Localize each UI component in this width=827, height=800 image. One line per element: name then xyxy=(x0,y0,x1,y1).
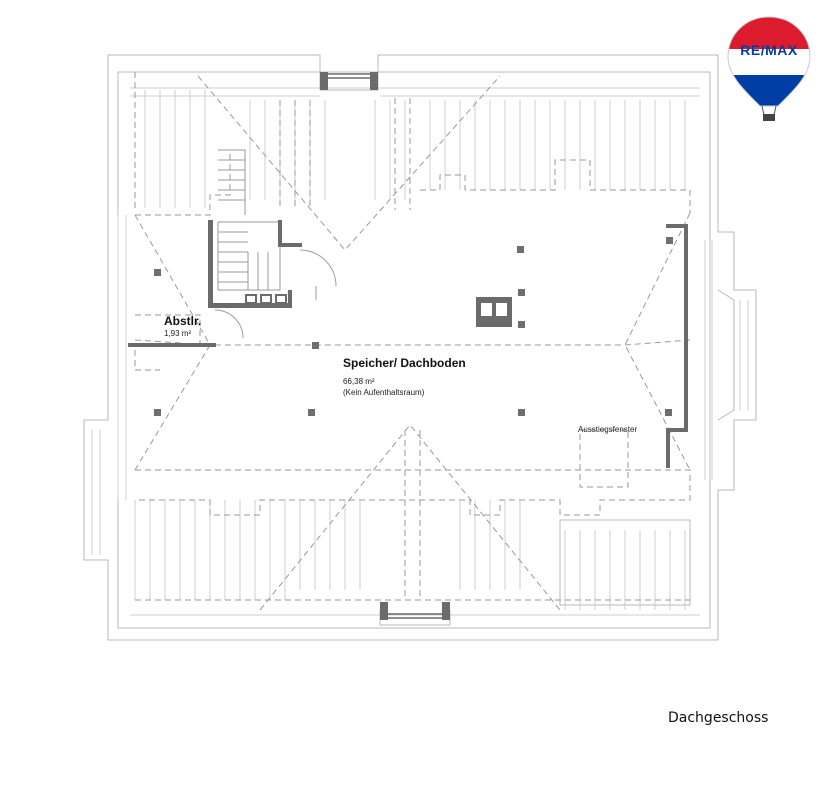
tile-lines-bottom xyxy=(130,500,700,616)
stair-shelf xyxy=(245,294,287,304)
storage-name: Abstlr. xyxy=(164,314,202,328)
window-frames xyxy=(328,73,442,619)
remax-logo-text: RE/MAX xyxy=(740,42,798,58)
roof-dashed-lines xyxy=(134,72,691,611)
chimney xyxy=(476,297,512,327)
tile-lines-sides xyxy=(91,215,749,555)
remax-logo: RE/MAX xyxy=(727,16,811,121)
walls xyxy=(128,72,688,620)
roof-posts xyxy=(154,237,673,416)
hatch-label: Ausstiegsfenster xyxy=(578,425,638,434)
floor-caption: Dachgeschoss xyxy=(668,710,769,726)
doors xyxy=(214,249,337,339)
stairs xyxy=(217,149,281,291)
attic-name: Speicher/ Dachboden xyxy=(343,356,466,370)
attic-note: (Kein Aufenthaltsraum) xyxy=(343,388,425,397)
storage-area: 1,93 m² xyxy=(164,329,192,338)
attic-area: 66,38 m² xyxy=(343,377,375,386)
